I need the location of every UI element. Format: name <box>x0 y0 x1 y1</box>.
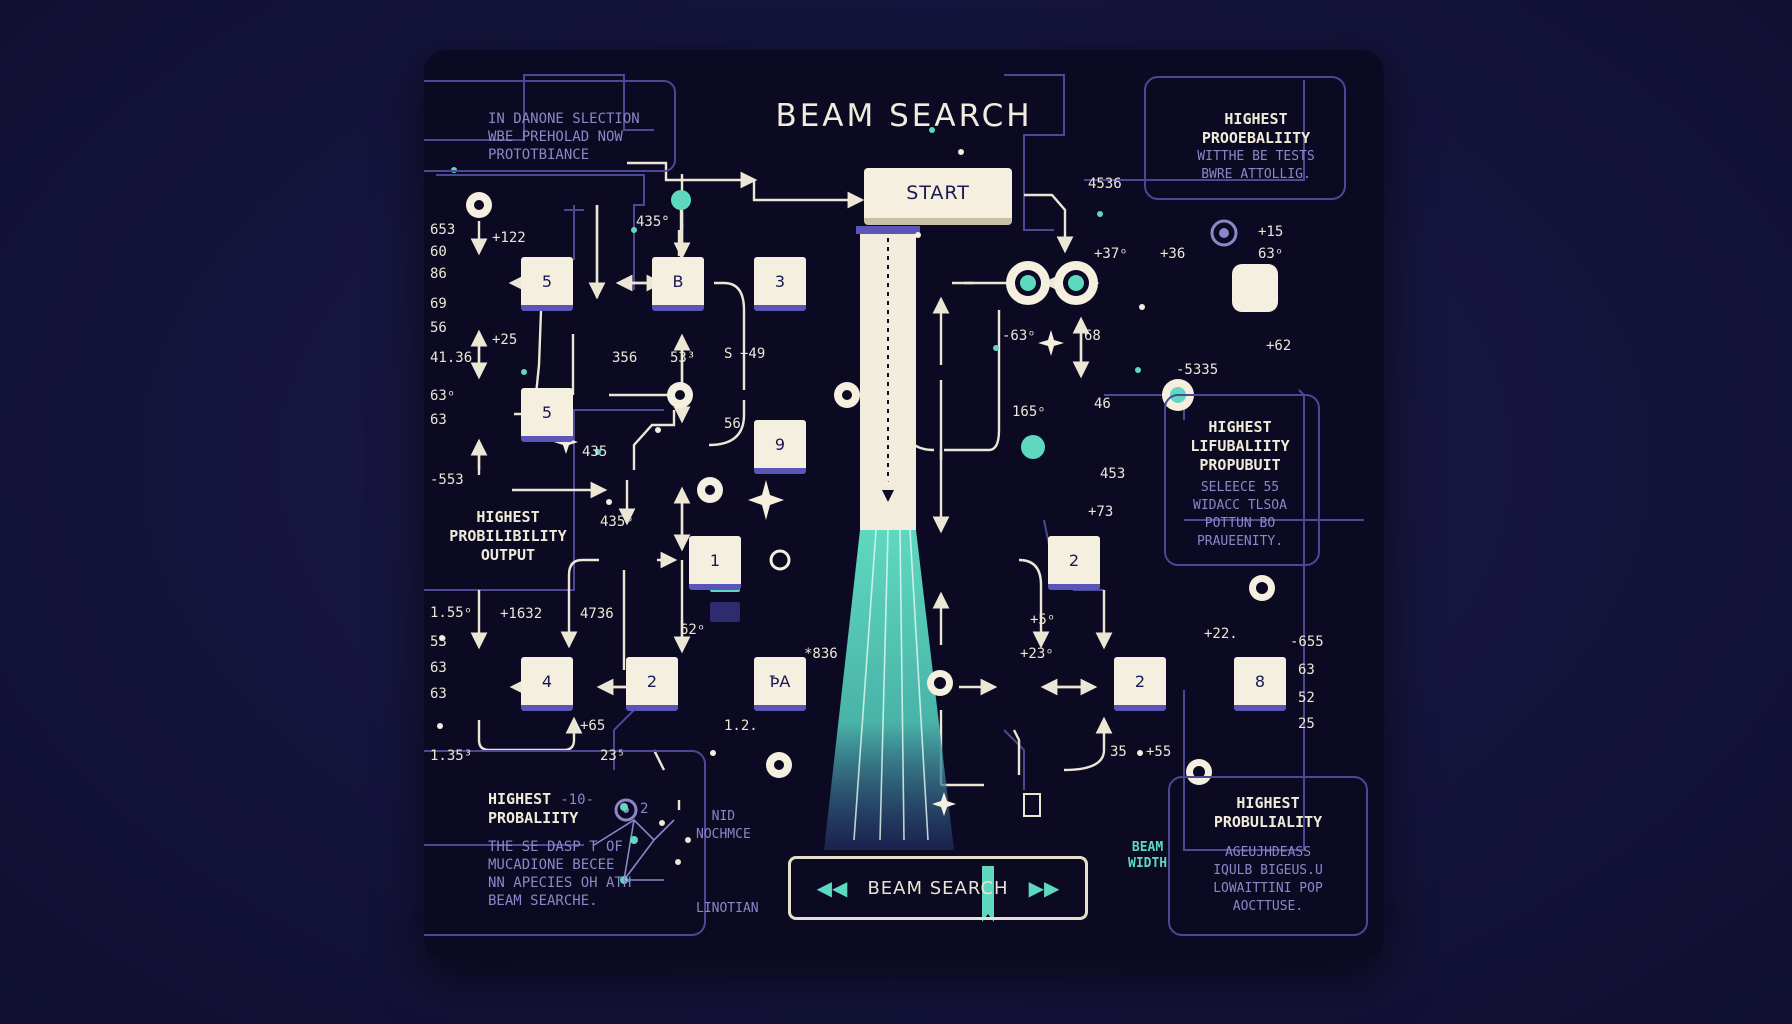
diagram-title: BEAM SEARCH <box>775 98 1033 134</box>
num-label: 41.36 <box>430 350 473 366</box>
beam-cone <box>824 530 954 850</box>
graph-node: 2 <box>1048 536 1100 590</box>
graph-node: 3 <box>754 257 806 311</box>
num-label: 56 <box>724 416 741 432</box>
num-label: -5335 <box>1176 362 1219 378</box>
graph-node: 9 <box>754 420 806 474</box>
num-label: +49 <box>740 346 766 362</box>
beam-search-button[interactable]: ◀◀ BEAM SEARCH ▶▶ <box>788 856 1088 920</box>
num-label: 165ᵒ <box>1012 404 1046 420</box>
num-label: -63ᵒ <box>1002 328 1036 344</box>
graph-node: 2 <box>1114 657 1166 711</box>
beam-search-button-label: BEAM SEARCH <box>867 877 1009 899</box>
num-label: +37ᵒ <box>1094 246 1128 262</box>
num-label: 435ᵒ <box>600 514 634 530</box>
num-label: S <box>724 346 733 362</box>
graph-node: ꝤA <box>754 657 806 711</box>
num-label: 653 <box>430 222 456 238</box>
num-label: 453 <box>1100 466 1126 482</box>
num-label: *836 <box>804 646 838 662</box>
num-label: 56 <box>430 320 447 336</box>
num-label: 62ᵒ <box>680 622 706 638</box>
num-label: +62 <box>1266 338 1292 354</box>
num-label: +1632 <box>500 606 543 622</box>
rewind-icon: ◀◀ <box>816 876 848 900</box>
num-label: 63ᵒ <box>430 388 456 404</box>
num-label: +22. <box>1204 626 1238 642</box>
num-label: 63 <box>1298 662 1315 678</box>
num-label: 68 <box>1084 328 1101 344</box>
num-label: 69 <box>430 296 447 312</box>
num-label: 63 <box>430 660 447 676</box>
num-label: -655 <box>1290 634 1324 650</box>
num-label: +5ᵒ <box>1030 612 1056 628</box>
bottom-left-note: HIGHEST -10- PROBALIITY THE SE DASP T OF… <box>488 790 632 909</box>
num-label: 1.35³ <box>430 748 473 764</box>
num-label: 4736 <box>580 606 614 622</box>
connection-graph <box>424 74 1364 922</box>
mid-right-note-frame <box>1164 394 1320 566</box>
num-label: 63 <box>430 686 447 702</box>
start-node[interactable]: START <box>864 168 1012 225</box>
num-label: +23ᵒ <box>1020 646 1054 662</box>
num-label: 435° <box>636 214 670 230</box>
bottom-right-note-frame <box>1168 776 1368 936</box>
graph-node: 5 <box>521 388 573 442</box>
num-label: 1.2. <box>724 718 758 734</box>
bottom-left-suffix: 2 <box>640 801 649 817</box>
num-label: +65 <box>580 718 606 734</box>
num-label: 52 <box>1298 690 1315 706</box>
num-label: 35 <box>1110 744 1127 760</box>
graph-node: B <box>652 257 704 311</box>
top-left-note-frame <box>424 80 676 172</box>
num-label: 53 <box>430 634 447 650</box>
num-label: 63 <box>430 412 447 428</box>
num-label: 46 <box>1094 396 1111 412</box>
num-label: 23⁵ <box>600 748 626 764</box>
bottom-left-note-frame <box>424 750 706 936</box>
top-right-note-frame <box>1144 76 1346 200</box>
num-label: 53³ <box>670 350 696 366</box>
fast-forward-icon: ▶▶ <box>1028 876 1060 900</box>
num-label: 63ᵒ <box>1258 246 1284 262</box>
graph-node: 8 <box>1234 657 1286 711</box>
graph-node: 5 <box>521 257 573 311</box>
num-label: 4536 <box>1088 176 1122 192</box>
num-label: +73 <box>1088 504 1114 520</box>
num-label: 86 <box>430 266 447 282</box>
num-label: +25 <box>492 332 518 348</box>
graph-node: 4 <box>521 657 573 711</box>
graph-node: 2 <box>626 657 678 711</box>
graph-node: 1 <box>689 536 741 590</box>
num-label: +122 <box>492 230 526 246</box>
num-label: 25 <box>1298 716 1315 732</box>
num-label: +55 <box>1146 744 1172 760</box>
num-label: +36 <box>1160 246 1186 262</box>
side-label: LINOTIAN <box>696 901 759 916</box>
num-label: 1.55ᵒ <box>430 605 473 621</box>
num-label: +15 <box>1258 224 1284 240</box>
num-label: 356 <box>612 350 638 366</box>
num-label: 60 <box>430 244 447 260</box>
num-label: -553 <box>430 472 464 488</box>
num-label: 435 <box>582 444 608 460</box>
